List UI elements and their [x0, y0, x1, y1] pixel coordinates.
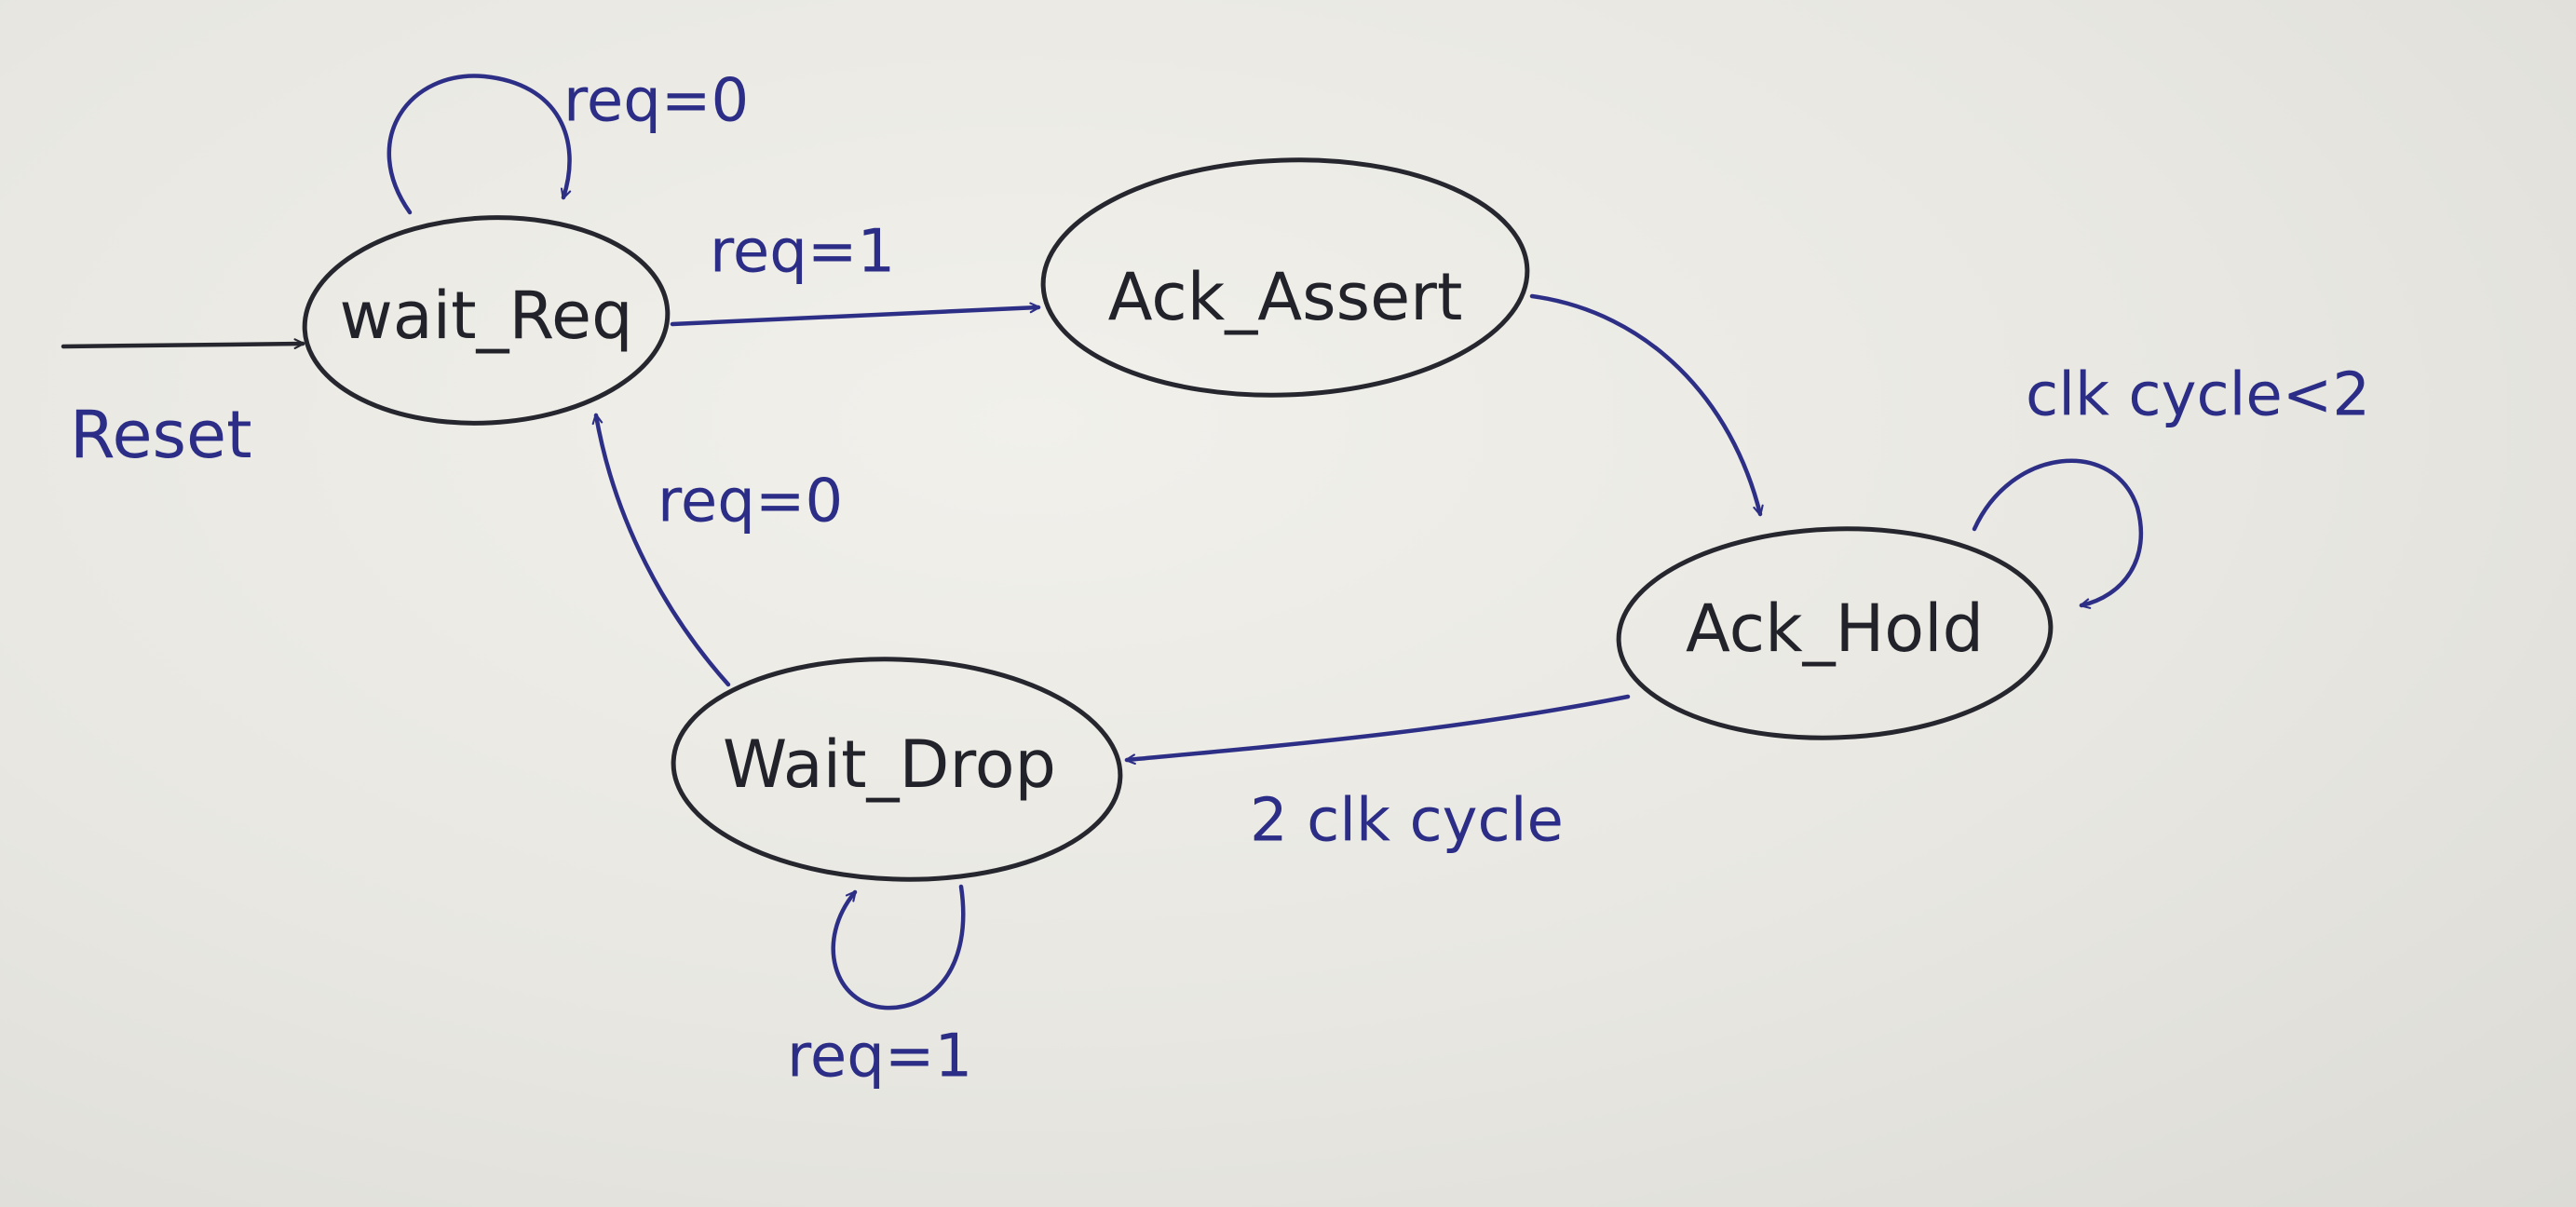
- state-wait-drop-ellipse: [671, 657, 1123, 882]
- ack-hold-self-arrow: [1972, 458, 2144, 609]
- ack-hold-to-wait-drop-arrow: [1124, 694, 1631, 766]
- reset-label: Reset: [70, 397, 252, 473]
- transition-wait-req-self: req=0: [386, 67, 749, 215]
- wait-req-to-ack-assert-label: req=1: [710, 218, 895, 287]
- reset-transition: Reset: [61, 338, 305, 473]
- state-ack-assert-label: Ack_Assert: [1108, 259, 1463, 335]
- state-ack-assert-ellipse: [1040, 157, 1530, 398]
- state-wait-drop: Wait_Drop: [671, 657, 1123, 882]
- wait-drop-self-arrow: [831, 884, 966, 1010]
- ack-hold-to-wait-drop-label: 2 clk cycle: [1250, 787, 1564, 856]
- reset-arrow: [61, 338, 305, 349]
- ack-assert-to-ack-hold-arrow: [1529, 293, 1764, 517]
- transition-wait-req-to-ack-assert: req=1: [670, 218, 1041, 327]
- state-wait-req-ellipse: [302, 215, 671, 426]
- wait-req-to-ack-assert-arrow: [670, 302, 1041, 327]
- state-ack-assert: Ack_Assert: [1040, 157, 1530, 398]
- state-wait-drop-label: Wait_Drop: [723, 726, 1056, 803]
- transition-ack-hold-self: clk cycle<2: [1972, 361, 2370, 609]
- state-ack-hold-label: Ack_Hold: [1686, 590, 1984, 667]
- wait-drop-to-wait-req-label: req=0: [658, 468, 843, 536]
- transition-wait-drop-to-wait-req: req=0: [591, 413, 843, 687]
- state-ack-hold-ellipse: [1616, 526, 2054, 740]
- state-wait-req: wait_Req: [302, 215, 671, 426]
- wait-drop-self-label: req=1: [787, 1023, 972, 1092]
- state-wait-req-label: wait_Req: [339, 278, 632, 354]
- transition-ack-assert-to-ack-hold: [1529, 293, 1764, 517]
- wait-req-self-label: req=0: [563, 67, 749, 136]
- wait-drop-to-wait-req-arrow: [591, 413, 731, 687]
- transition-wait-drop-self: req=1: [787, 884, 972, 1092]
- ack-hold-self-label: clk cycle<2: [2026, 361, 2370, 430]
- transition-ack-hold-to-wait-drop: 2 clk cycle: [1124, 694, 1631, 856]
- state-ack-hold: Ack_Hold: [1616, 526, 2054, 740]
- wait-req-self-arrow: [386, 74, 572, 215]
